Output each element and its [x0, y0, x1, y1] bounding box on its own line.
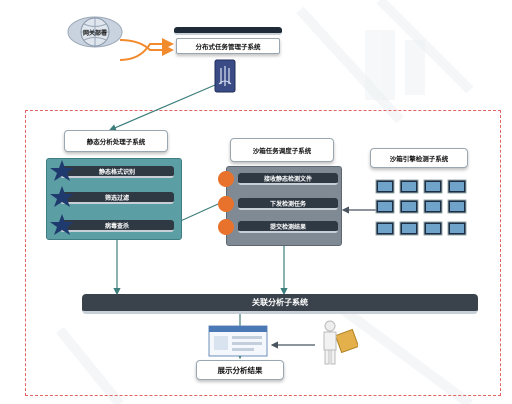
- monitor-icon: [375, 179, 395, 194]
- globe-cloud-icon: [67, 16, 123, 48]
- sandbox-item-label: 下发检测任务: [269, 200, 306, 208]
- monitor-icon: [399, 179, 419, 194]
- sandbox-item: 接收静态检测文件: [238, 173, 338, 185]
- orange-dot-markers: [218, 171, 234, 235]
- analyst-person-icon: [323, 320, 358, 365]
- monitor-icon: [423, 179, 443, 194]
- correlation-bar: 关联分析子系统: [82, 294, 478, 314]
- distributed-system-title: 分布式任务管理子系统: [176, 38, 280, 54]
- star-icon: [50, 186, 74, 207]
- server-device-icon: [214, 59, 236, 93]
- star-markers: [50, 160, 74, 235]
- sandbox-item: 提交检测结果: [238, 221, 338, 233]
- static-item: 静态格式识别: [60, 166, 174, 178]
- monitor-icon: [375, 221, 395, 236]
- static-item-label: 静态格式识别: [98, 168, 135, 176]
- sandbox-item-label: 接收静态检测文件: [263, 175, 312, 183]
- result-title: 展示分析结果: [196, 360, 284, 380]
- sandbox-item-label: 提交检测结果: [269, 223, 306, 231]
- monitor-grid: [375, 179, 467, 236]
- monitor-icon: [447, 179, 467, 194]
- monitor-icon: [399, 221, 419, 236]
- static-analysis-title: 静态分析处理子系统: [64, 130, 168, 152]
- system-boundary: [25, 110, 501, 396]
- star-icon: [50, 214, 74, 235]
- orange-dot-icon: [218, 196, 234, 212]
- monitor-icon: [399, 199, 419, 214]
- orange-dot-icon: [218, 171, 234, 187]
- monitor-icon: [423, 199, 443, 214]
- static-item-label: 筛选过滤: [104, 194, 129, 202]
- static-item: 筛选过滤: [60, 192, 174, 204]
- sandbox-item: 下发检测任务: [238, 198, 338, 210]
- distributed-system-bar: [174, 27, 282, 35]
- sandbox-engine-title: 沙箱引擎检测子系统: [370, 148, 468, 168]
- static-item: 病毒查杀: [60, 220, 174, 232]
- monitor-icon: [375, 199, 395, 214]
- device-node: [213, 58, 237, 94]
- correlation-label: 关联分析子系统: [252, 298, 308, 307]
- monitor-icon: [447, 221, 467, 236]
- monitor-icon: [447, 199, 467, 214]
- orange-dot-icon: [218, 219, 234, 235]
- sandbox-schedule-title: 沙箱任务调度子系统: [230, 138, 334, 162]
- monitor-icon: [423, 221, 443, 236]
- static-item-label: 病毒查杀: [104, 222, 129, 230]
- browser-window-icon: [208, 325, 268, 357]
- gateway-node: 网关部署: [66, 14, 124, 50]
- gateway-label: 网关部署: [82, 29, 107, 37]
- star-icon: [50, 160, 74, 181]
